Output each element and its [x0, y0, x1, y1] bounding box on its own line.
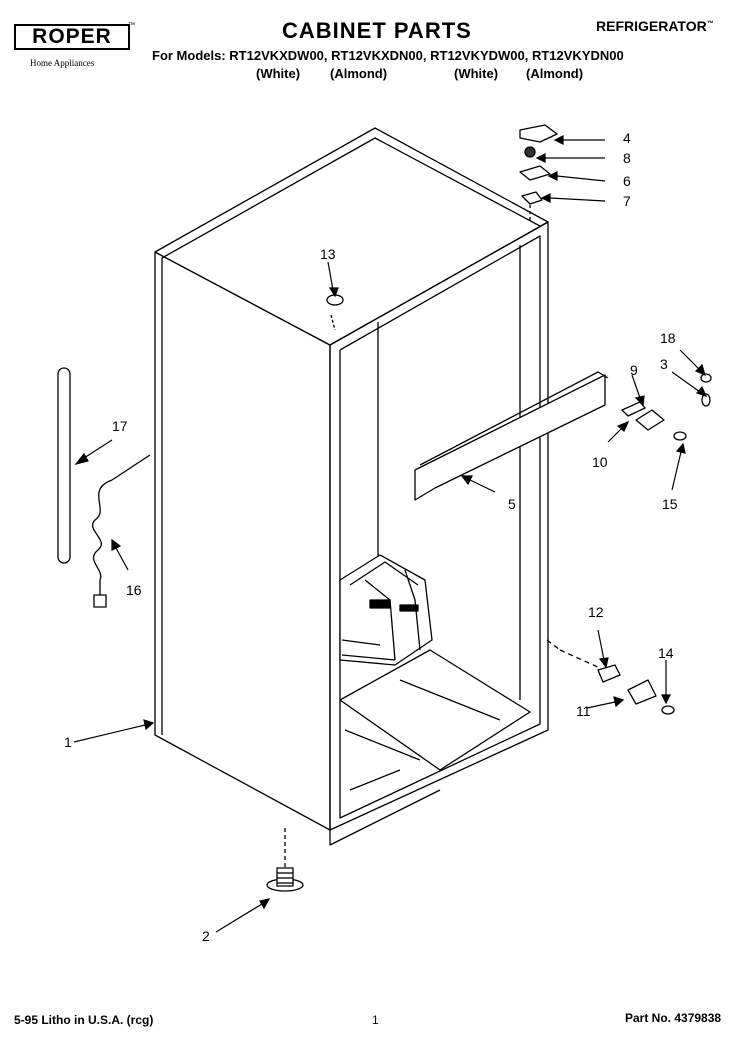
- compressor-housing: [339, 554, 433, 666]
- power-cord: [92, 454, 151, 608]
- part-number: Part No. 4379838: [625, 1011, 722, 1025]
- callout-label: 15: [662, 496, 678, 512]
- page-number: 1: [372, 1013, 379, 1027]
- models-line: For Models: RT12VKXDW00, RT12VKXDN00, RT…: [152, 48, 624, 63]
- color-label: (Almond): [330, 66, 388, 81]
- door-gasket-tube: [57, 367, 71, 564]
- leveling-leg: [266, 867, 304, 892]
- roper-logo: ROPER: [14, 24, 130, 50]
- callout-label: 3: [660, 356, 668, 372]
- lower-hinge: [627, 679, 657, 705]
- screw: [701, 393, 711, 407]
- color-label: (Almond): [526, 66, 584, 81]
- callout-label: 14: [658, 645, 674, 661]
- cabinet-floor: [339, 649, 531, 771]
- appliance-type: REFRIGERATOR™: [596, 18, 714, 34]
- breaker-strip: [414, 374, 606, 501]
- screw: [673, 431, 687, 441]
- color-label: (White): [454, 66, 499, 81]
- callout-label: 16: [126, 582, 142, 598]
- cabinet-left-side: [154, 251, 331, 831]
- logo-subtitle: Home Appliances: [30, 58, 95, 68]
- callout-label: 1: [64, 734, 72, 750]
- callout-label: 9: [630, 362, 638, 378]
- page-title: CABINET PARTS: [282, 18, 472, 43]
- center-hinge-assembly: [621, 401, 665, 431]
- print-info: 5-95 Litho in U.S.A. (rcg): [14, 1013, 154, 1027]
- callout-label: 17: [112, 418, 128, 434]
- callout-label: 18: [660, 330, 676, 346]
- callout-label: 10: [592, 454, 608, 470]
- screw: [661, 705, 675, 715]
- callout-label: 13: [320, 246, 336, 262]
- cabinet-front-frame: [329, 221, 549, 831]
- shim: [597, 664, 621, 683]
- washer: [700, 373, 712, 383]
- callout-label: 6: [623, 173, 631, 189]
- logo-trademark: ™: [128, 22, 135, 29]
- callout-label: 11: [576, 703, 591, 719]
- color-label: (White): [256, 66, 301, 81]
- upper-hinge-assembly: [519, 124, 558, 222]
- callout-label: 4: [623, 130, 631, 146]
- callout-label: 2: [202, 928, 210, 944]
- callout-label: 7: [623, 193, 631, 209]
- callout-label: 5: [508, 496, 516, 512]
- callout-label: 8: [623, 150, 631, 166]
- callout-label: 12: [588, 604, 604, 620]
